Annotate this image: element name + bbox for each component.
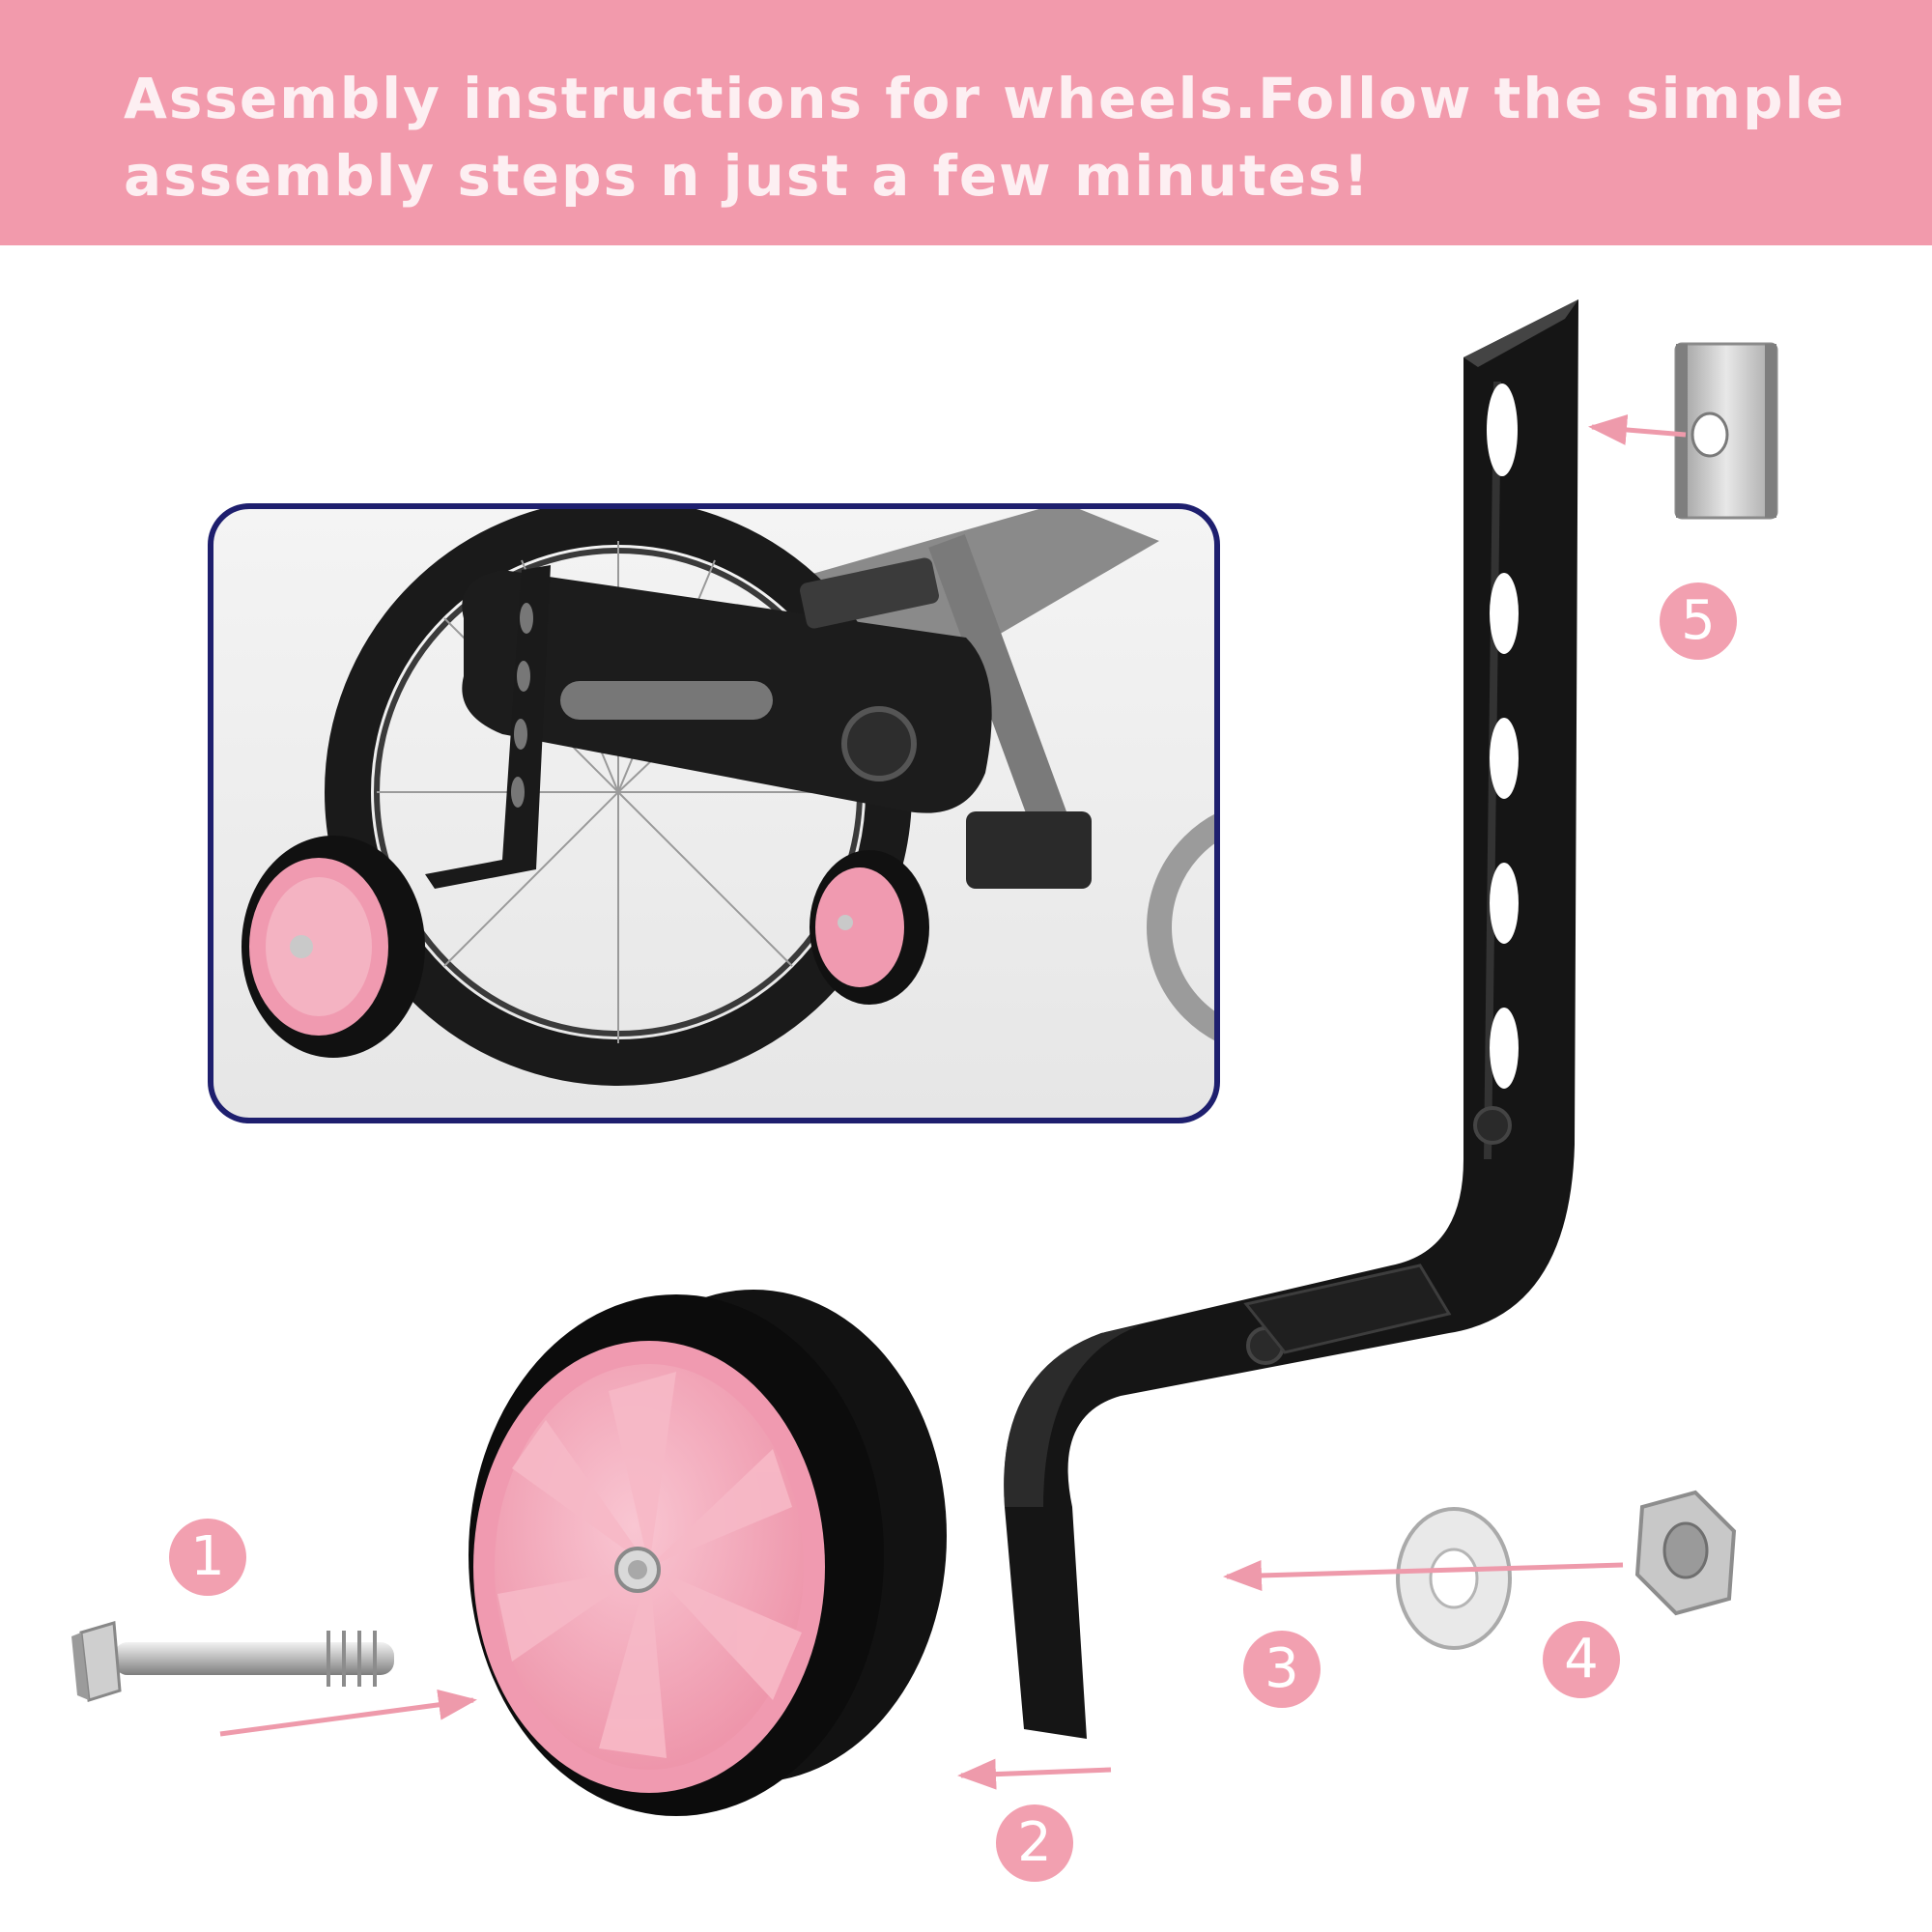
nut-icon [1634, 1490, 1737, 1616]
washer-icon [1396, 1507, 1512, 1650]
photo-training-wheel-left [242, 836, 425, 1058]
assembly-arrows [219, 414, 1687, 1790]
step-badge-5: 5 [1660, 582, 1737, 660]
step-badge-2: 2 [996, 1804, 1073, 1882]
step-badge-4: 4 [1543, 1621, 1620, 1698]
training-wheel-icon [469, 1290, 947, 1816]
header-banner: Assembly instructions for wheels.Follow … [0, 0, 1932, 245]
page-title: Assembly instructions for wheels.Follow … [124, 66, 1846, 209]
bolt-icon [71, 1621, 394, 1702]
bracket-icon [1004, 299, 1578, 1739]
bike-photo [208, 503, 1220, 1123]
photo-training-wheel-right [810, 850, 929, 1005]
arrow-nut-to-bracket [1223, 1559, 1624, 1591]
square-washer-icon [1674, 342, 1778, 520]
arrow-wheel-to-bracket [957, 1758, 1112, 1790]
step-badge-1: 1 [169, 1519, 246, 1596]
arrow-bolt-to-wheel [219, 1689, 477, 1737]
arrow-to-bracket-top [1588, 414, 1687, 445]
step-badge-3: 3 [1243, 1631, 1321, 1708]
